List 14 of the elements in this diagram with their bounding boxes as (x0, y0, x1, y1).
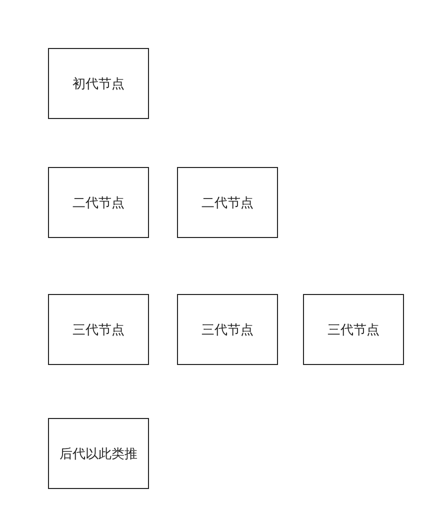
node-box (177, 294, 278, 365)
node-label: 初代节点 (72, 76, 124, 92)
node-label: 三代节点 (328, 322, 380, 338)
node-box (48, 48, 149, 119)
node-label: 二代节点 (72, 194, 124, 212)
node-box (48, 418, 149, 489)
node-box (48, 294, 149, 365)
node-label: 三代节点 (72, 322, 124, 338)
node-label: 后代以此类推 (60, 446, 138, 462)
node-label: 三代节点 (202, 322, 254, 338)
node-box (303, 294, 404, 365)
node-box (177, 167, 278, 238)
node-label: 二代节点 (202, 194, 254, 212)
node-box (48, 167, 149, 238)
